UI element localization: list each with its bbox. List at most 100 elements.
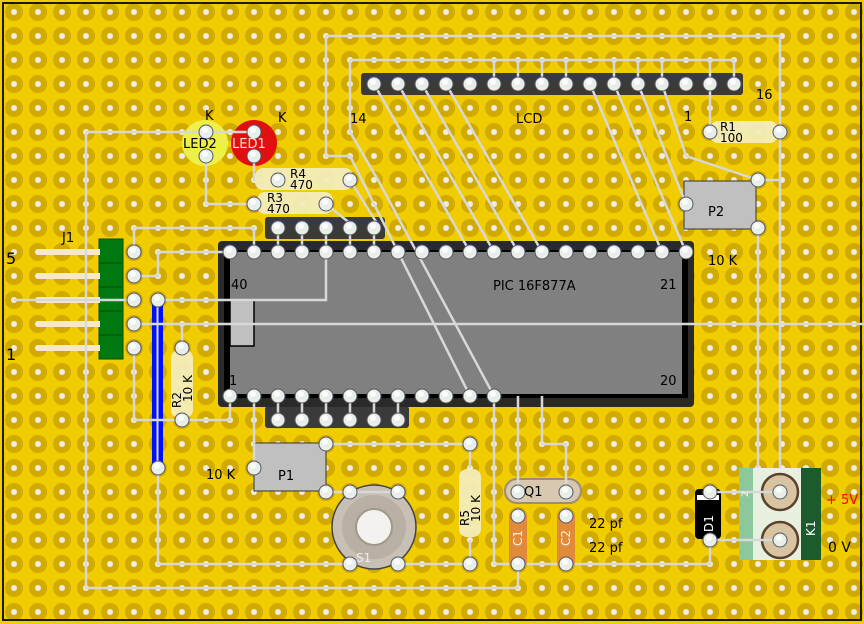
pad-hole [851,561,857,567]
pad-hole [467,9,473,15]
solder-highlight [514,79,520,85]
pad-hole [467,105,473,111]
solder-highlight [776,487,782,493]
lcd-pin1-label: 1 [684,110,692,125]
solder-highlight [394,247,400,253]
pad-hole [131,177,137,183]
pad-hole [827,57,833,63]
solder-highlight [754,223,760,229]
solder-highlight [394,415,400,421]
pad-hole [803,33,809,39]
pad-hole [539,129,545,135]
pad-hole [371,177,377,183]
c1-label: C1 [511,530,525,546]
pad-hole [35,417,41,423]
pad-hole [659,105,665,111]
pad-hole [515,153,521,159]
pad-hole [611,153,617,159]
j1-pin5-label: 5 [6,249,16,268]
pad-hole [419,417,425,423]
pad-hole [851,33,857,39]
pad-hole [35,177,41,183]
pad-hole [803,273,809,279]
pad-hole [131,489,137,495]
pad-hole [827,609,833,615]
pad-hole [827,33,833,39]
solder-highlight [130,319,136,325]
pad-hole [107,57,113,63]
pad-hole [179,201,185,207]
pad-hole [803,393,809,399]
pad-hole [731,417,737,423]
pad-hole [11,81,17,87]
pad-hole [635,105,641,111]
pad-hole [131,513,137,519]
pad-hole [851,249,857,255]
solder-highlight [274,223,280,229]
solder-highlight [634,247,640,253]
pad-hole [851,345,857,351]
pad-hole [707,393,713,399]
pad-hole [59,225,65,231]
pad-hole [35,9,41,15]
pad-hole [11,537,17,543]
pad-hole [755,105,761,111]
pad-hole [35,609,41,615]
pad-hole [443,105,449,111]
pad-hole [491,9,497,15]
chip-pin20-label: 20 [660,374,677,389]
pad-hole [587,609,593,615]
k1-right-edge [801,468,821,560]
pad-hole [635,9,641,15]
pad-hole [203,57,209,63]
pad-hole [107,465,113,471]
solder-highlight [490,391,496,397]
solder-highlight [322,247,328,253]
pad-hole [611,201,617,207]
solder-highlight [154,463,160,469]
s1-button [355,508,393,546]
pad-hole [371,105,377,111]
pad-hole [299,513,305,519]
solder-highlight [730,79,736,85]
solder-highlight [754,175,760,181]
wire [324,36,472,397]
pad-hole [155,201,161,207]
pad-hole [179,9,185,15]
solder-highlight [562,511,568,517]
solder-highlight [346,487,352,493]
pad-hole [731,153,737,159]
pad-hole [203,489,209,495]
pad-hole [755,57,761,63]
c1-body [509,511,527,569]
pad-hole [563,105,569,111]
solder-highlight [586,247,592,253]
pad-hole [419,513,425,519]
pad-hole [611,441,617,447]
pad-hole [275,609,281,615]
pad-hole [779,609,785,615]
pad-hole [419,105,425,111]
pad-hole [227,81,233,87]
pad-hole [179,33,185,39]
solder-highlight [322,415,328,421]
pad-hole [227,489,233,495]
pad-hole [587,537,593,543]
pad-hole [59,129,65,135]
pad-hole [827,561,833,567]
solder-highlight [274,247,280,253]
solder-highlight [394,79,400,85]
solder-highlight [586,79,592,85]
pad-hole [299,9,305,15]
pad-hole [851,225,857,231]
pad-hole [227,537,233,543]
pad-hole [323,9,329,15]
solder-highlight [346,391,352,397]
pad-hole [59,201,65,207]
pad-hole [587,201,593,207]
pad-hole [299,129,305,135]
pad-hole [227,9,233,15]
pad-hole [179,57,185,63]
pad-hole [491,105,497,111]
